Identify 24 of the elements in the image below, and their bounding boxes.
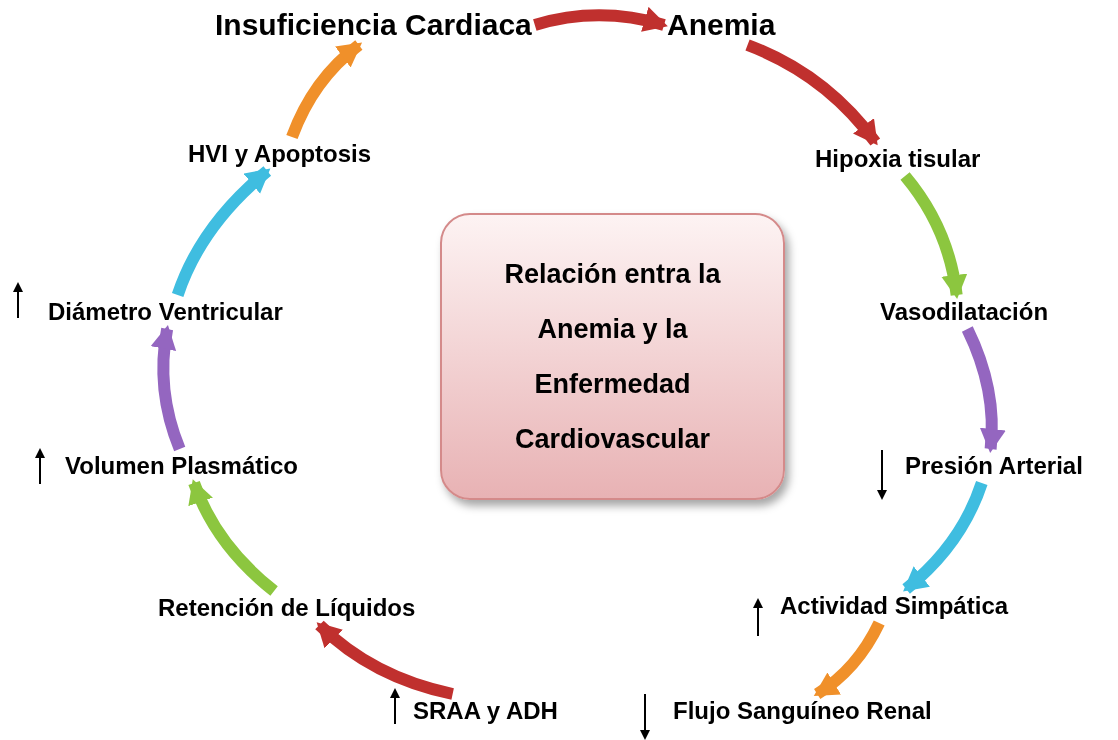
arrow <box>900 172 967 299</box>
step-label: Flujo Sanguíneo Renal <box>673 697 932 725</box>
step-label: Vasodilatación <box>880 298 1049 326</box>
step-label: Presión Arterial <box>905 452 1083 480</box>
step-label: Actividad Simpática <box>780 592 1009 620</box>
arrow <box>813 620 885 700</box>
arrow <box>172 166 272 298</box>
step-label: Insuficiencia Cardiaca <box>215 8 532 42</box>
arrow <box>745 39 881 146</box>
step-label: Volumen Plasmático <box>65 452 298 480</box>
arrow <box>961 326 1006 453</box>
arrow <box>188 479 278 596</box>
step-label: Retención de Líquidos <box>158 594 416 622</box>
arrow <box>151 325 186 452</box>
arrow <box>286 40 363 140</box>
arrow <box>315 620 454 700</box>
arrow <box>533 7 668 33</box>
step-label: Anemia <box>667 8 776 42</box>
title-box: Relación entra la Anemia y la Enfermedad Cardiovascular <box>440 213 785 500</box>
step-label: SRAA y ADH <box>413 697 558 725</box>
arrow <box>902 481 988 594</box>
step-label: HVI y Apoptosis <box>188 140 372 168</box>
step-label: Hipoxia tisular <box>815 145 981 173</box>
step-label: Diámetro Ventricular <box>48 298 283 326</box>
